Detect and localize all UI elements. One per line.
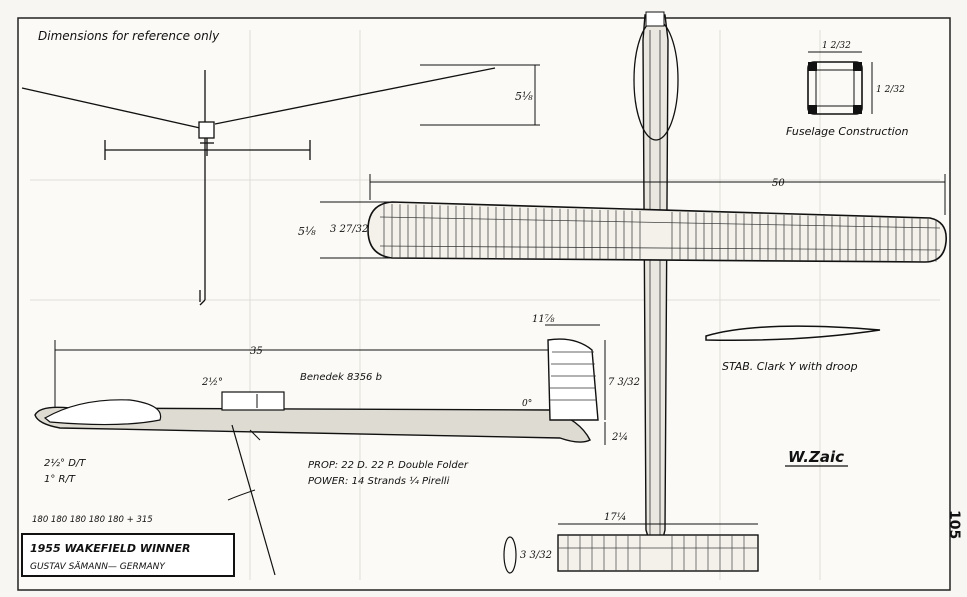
fin-base-dim: 2¼	[611, 432, 628, 443]
wing-airfoil-label: Benedek 8356 b	[300, 372, 382, 383]
title-block-title: 1955 WAKEFIELD WINNER	[30, 542, 190, 555]
section-caption: Fuselage Construction	[786, 125, 908, 138]
designer-signature: W.Zaic	[788, 448, 844, 466]
sheet-border	[17, 17, 951, 591]
title-block	[21, 533, 235, 577]
reference-note: Dimensions for reference only	[38, 29, 220, 43]
front-height-dim: 5⅛	[515, 90, 533, 103]
title-block-subtitle: GUSTAV SÄMANN— GERMANY	[30, 561, 166, 572]
prop-note: PROP: 22 D. 22 P. Double Folder	[308, 460, 469, 471]
top-view-wing	[320, 174, 947, 263]
rightthrust-note: 1° R/T	[44, 474, 76, 485]
downthrust-note: 2½° D/T	[44, 457, 86, 469]
wing-root-chord-dim: 5⅛	[298, 225, 316, 238]
wing-tip-chord-dim: 3 27/32	[330, 224, 368, 235]
incidence-label: 0°	[522, 399, 532, 409]
fin-width-dim: 11⅞	[532, 314, 555, 325]
section-width-dim: 1 2/32	[822, 41, 851, 51]
page-number: 105	[946, 510, 962, 539]
fuselage-section	[807, 51, 873, 115]
stab-airfoil-section	[705, 325, 881, 342]
power-note: POWER: 14 Strands ¼ Pirelli	[308, 475, 450, 487]
side-length-dim: 35	[250, 346, 263, 357]
front-view	[21, 67, 496, 306]
section-height-dim: 1 2/32	[876, 85, 905, 95]
rubber-sequence: 180 180 180 180 180 + 315	[32, 515, 153, 525]
stab-span-dim: 17¼	[604, 512, 626, 523]
pylon-height-dim: 2½°	[201, 377, 223, 388]
wing-span-dim: 50	[772, 178, 785, 189]
stab-airfoil-note: STAB. Clark Y with droop	[722, 360, 858, 373]
front-view-dimension	[420, 64, 540, 126]
top-view-stabilizer	[503, 523, 759, 574]
stab-chord-dim: 3 3/32	[520, 550, 552, 561]
fin-height-dim: 7 3/32	[608, 377, 640, 388]
background-ghost-lines	[30, 30, 940, 580]
side-view-fuselage	[34, 324, 606, 576]
